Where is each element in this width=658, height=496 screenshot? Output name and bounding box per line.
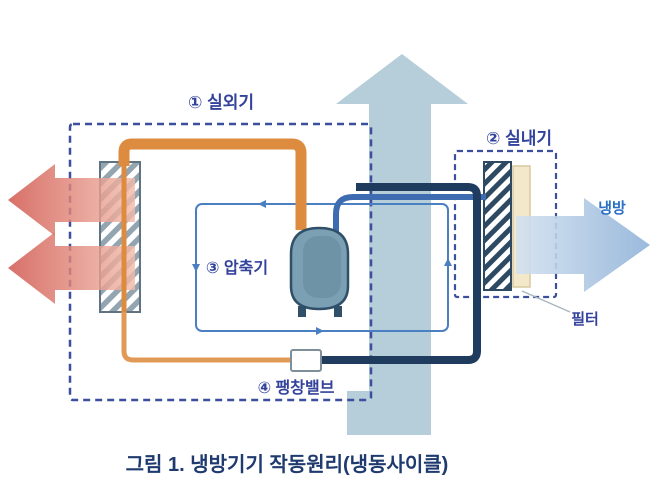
compressor-leg-left xyxy=(298,306,306,317)
exhaust-arrow-bottom xyxy=(8,232,135,304)
loop-arrow-bottom xyxy=(316,327,324,335)
exhaust-air-arrows xyxy=(8,164,135,304)
compressor-label: ③ 압축기 xyxy=(206,259,268,277)
house-wall xyxy=(336,54,468,435)
compressor xyxy=(289,226,350,317)
exhaust-arrow-top xyxy=(8,164,135,236)
refrigerant-loop xyxy=(192,200,452,335)
loop-arrow-left xyxy=(192,264,200,272)
suction-pipe xyxy=(333,194,486,232)
compressor-leg-right xyxy=(334,306,342,317)
outdoor-unit-label: ① 실외기 xyxy=(188,93,254,112)
indoor-hx-fins xyxy=(483,161,512,291)
expansion-valve xyxy=(290,349,322,372)
cold-air-arrow xyxy=(516,198,650,292)
filter-pointer-line xyxy=(521,290,571,313)
loop-arrow-top xyxy=(258,200,266,208)
wall-column xyxy=(369,100,431,435)
hot-gas-pipe xyxy=(118,138,307,230)
loop-arrow-right xyxy=(444,258,452,266)
liquid-pipe xyxy=(121,312,291,363)
cold-pipe xyxy=(321,183,481,364)
expansion-valve-label: ④ 팽창밸브 xyxy=(258,378,335,397)
compressor-core xyxy=(303,236,341,298)
filter-label: 필터 xyxy=(571,310,599,328)
cold-air-label: 냉방 xyxy=(598,199,626,217)
figure-caption: 그림 1. 냉방기기 작동원리(냉동사이클) xyxy=(126,453,449,476)
roof-shape xyxy=(336,54,468,104)
wall-base xyxy=(347,391,431,435)
indoor-unit-label: ② 실내기 xyxy=(486,129,552,148)
indoor-heat-exchanger xyxy=(483,161,512,291)
